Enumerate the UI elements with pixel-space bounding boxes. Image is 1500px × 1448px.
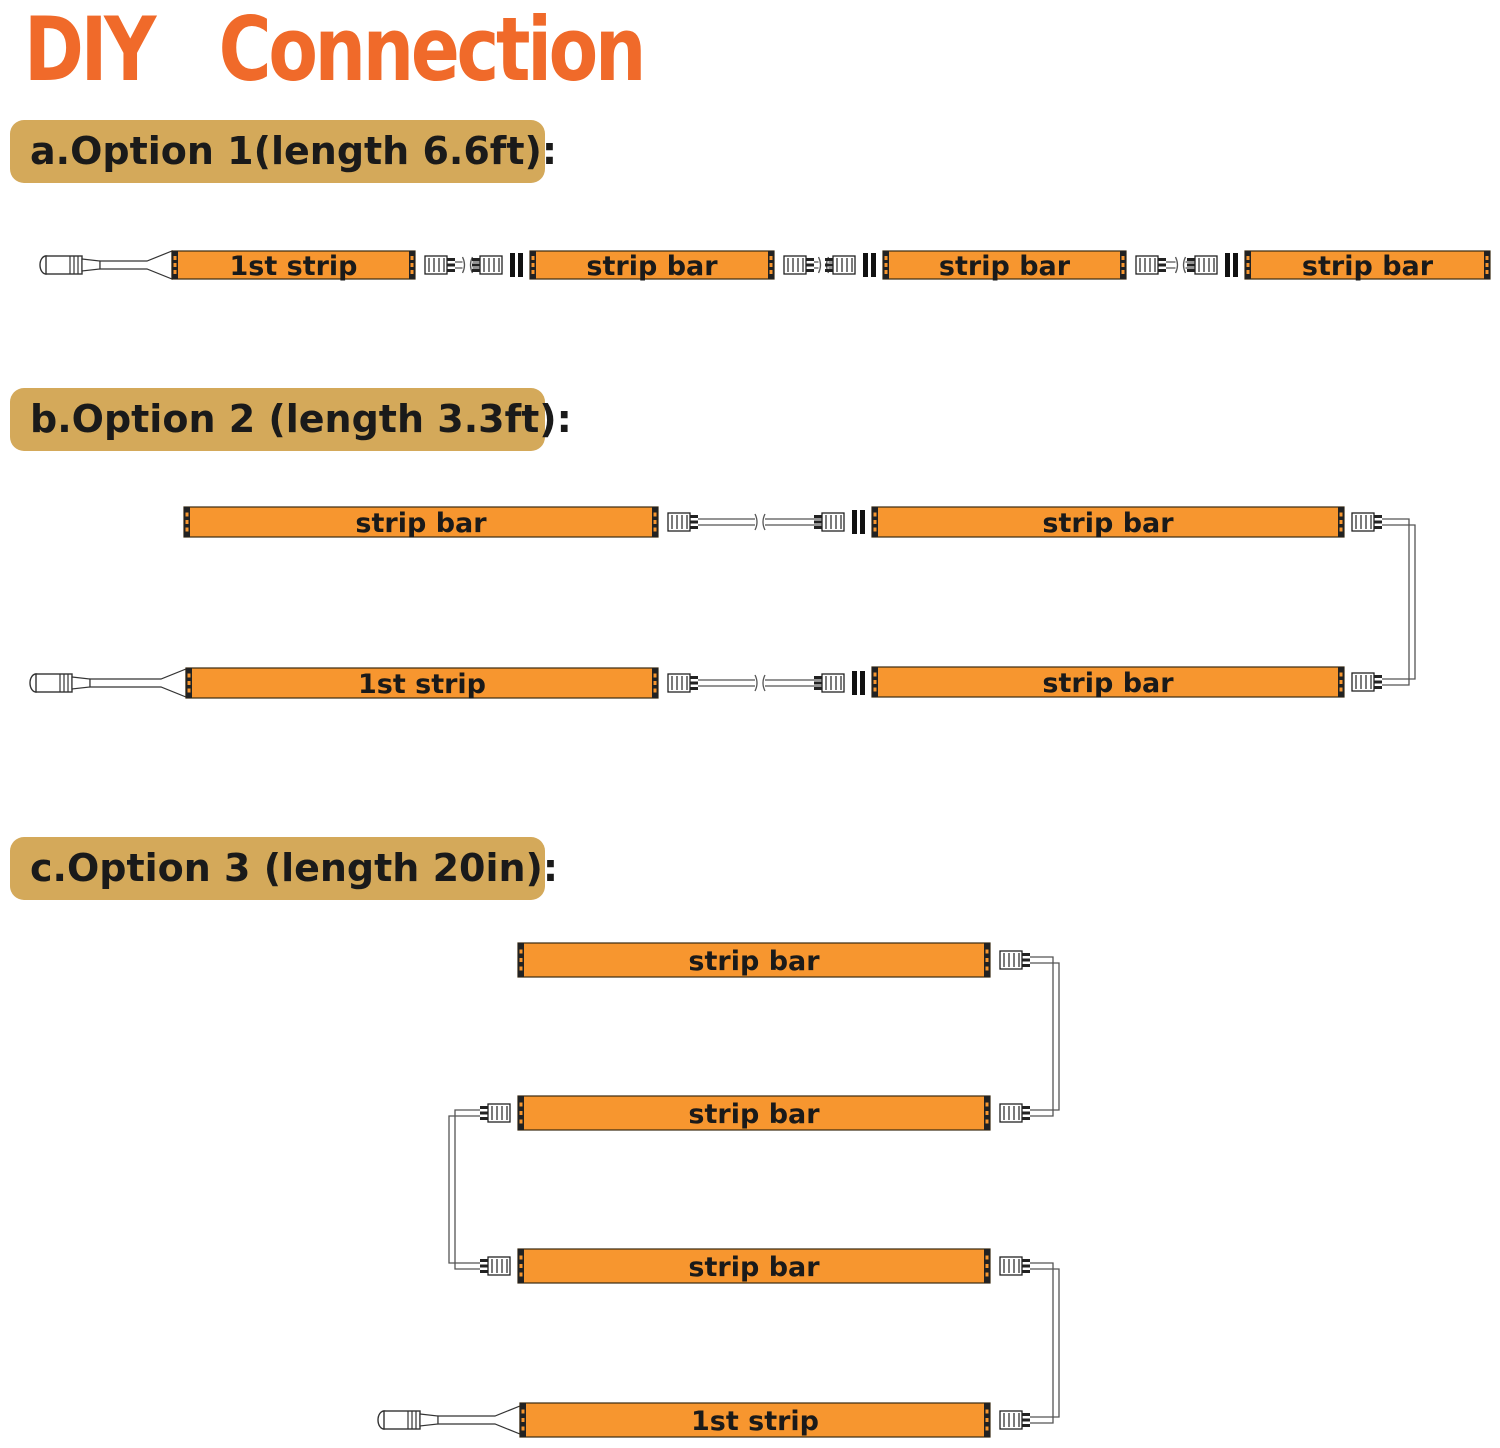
- option1-strip-2: strip bar: [529, 250, 775, 282]
- strip-label: strip bar: [586, 251, 718, 282]
- strip-end-pads: [172, 251, 178, 279]
- strip-end-pads: [1338, 667, 1344, 697]
- connector-icon: [999, 1103, 1030, 1123]
- dc-jack-icon: [39, 250, 173, 280]
- strip-end-pads: [872, 667, 878, 697]
- strip-label: strip bar: [355, 508, 487, 539]
- option2-strip-bottom-right: strip bar: [871, 666, 1345, 699]
- strip-end-pads: [518, 1249, 524, 1283]
- strip-label: strip bar: [939, 251, 1071, 282]
- clip-icon: [1225, 253, 1238, 277]
- option-1-label: a.Option 1(length 6.6ft):: [10, 120, 557, 183]
- dc-jack-icon: [377, 1405, 521, 1435]
- strip-label: strip bar: [1042, 668, 1174, 699]
- strip-end-pads: [768, 251, 774, 279]
- wire-loop: [1030, 956, 1060, 1117]
- strip-end-pads: [652, 668, 658, 698]
- connector-icon: [667, 673, 698, 693]
- strip-end-pads: [1484, 251, 1490, 279]
- connector-icon: [783, 255, 814, 275]
- wire-bridge-icon: [455, 256, 480, 274]
- option1-strip-3: strip bar: [882, 250, 1127, 282]
- strip-label: 1st strip: [691, 1406, 819, 1437]
- option2-strip-top-right: strip bar: [871, 506, 1345, 539]
- wire-bridge-icon: [1166, 256, 1195, 274]
- option2-strip-bottom-left: 1st strip: [185, 667, 659, 700]
- option3-strip-4: 1st strip: [519, 1402, 991, 1438]
- dc-jack-icon: [29, 668, 187, 698]
- strip-end-pads: [409, 251, 415, 279]
- strip-label: strip bar: [688, 1252, 820, 1283]
- strip-end-pads: [1338, 507, 1344, 537]
- connector-icon: [667, 512, 698, 532]
- strip-end-pads: [883, 251, 889, 279]
- strip-label: strip bar: [1042, 508, 1174, 539]
- clip-icon: [863, 253, 876, 277]
- connector-icon: [1135, 255, 1166, 275]
- wire-bridge-icon: [698, 513, 822, 531]
- strip-end-pads: [184, 507, 190, 537]
- option-3-label: c.Option 3 (length 20in):: [10, 837, 558, 900]
- strip-end-pads: [518, 943, 524, 977]
- connector-icon: [472, 255, 503, 275]
- wire-bridge-icon: [698, 674, 822, 692]
- option3-strip-3: strip bar: [517, 1248, 991, 1284]
- strip-end-pads: [984, 943, 990, 977]
- strip-label: 1st strip: [358, 669, 486, 700]
- clip-icon: [852, 510, 865, 534]
- strip-end-pads: [1245, 251, 1251, 279]
- strip-end-pads: [1120, 251, 1126, 279]
- connector-icon: [480, 1256, 511, 1276]
- wire-loop: [448, 1109, 480, 1270]
- wire-loop: [1030, 1262, 1060, 1424]
- strip-end-pads: [872, 507, 878, 537]
- strip-label: strip bar: [688, 1099, 820, 1130]
- connector-icon: [999, 950, 1030, 970]
- connector-icon: [825, 255, 856, 275]
- connector-icon: [999, 1410, 1030, 1430]
- option3-strip-2: strip bar: [517, 1095, 991, 1131]
- strip-end-pads: [520, 1403, 526, 1437]
- connector-icon: [1187, 255, 1218, 275]
- strip-label: strip bar: [1302, 251, 1434, 282]
- connector-icon: [999, 1256, 1030, 1276]
- connector-icon: [480, 1103, 511, 1123]
- connector-icon: [1351, 512, 1382, 532]
- connector-icon: [814, 673, 845, 693]
- wire-loop: [1382, 518, 1416, 686]
- strip-end-pads: [984, 1249, 990, 1283]
- option2-strip-top-left: strip bar: [183, 506, 659, 539]
- strip-end-pads: [652, 507, 658, 537]
- strip-end-pads: [984, 1403, 990, 1437]
- option-2-label: b.Option 2 (length 3.3ft):: [10, 388, 572, 451]
- clip-icon: [510, 253, 523, 277]
- strip-end-pads: [518, 1096, 524, 1130]
- strip-end-pads: [984, 1096, 990, 1130]
- connector-icon: [814, 512, 845, 532]
- clip-icon: [852, 671, 865, 695]
- option1-strip-1: 1st strip: [171, 250, 416, 282]
- strip-label: 1st strip: [229, 251, 357, 282]
- connector-icon: [424, 255, 455, 275]
- strip-end-pads: [530, 251, 536, 279]
- strip-label: strip bar: [688, 946, 820, 977]
- option3-strip-1: strip bar: [517, 942, 991, 978]
- option1-strip-4: strip bar: [1244, 250, 1491, 282]
- connector-icon: [1351, 672, 1382, 692]
- strip-end-pads: [186, 668, 192, 698]
